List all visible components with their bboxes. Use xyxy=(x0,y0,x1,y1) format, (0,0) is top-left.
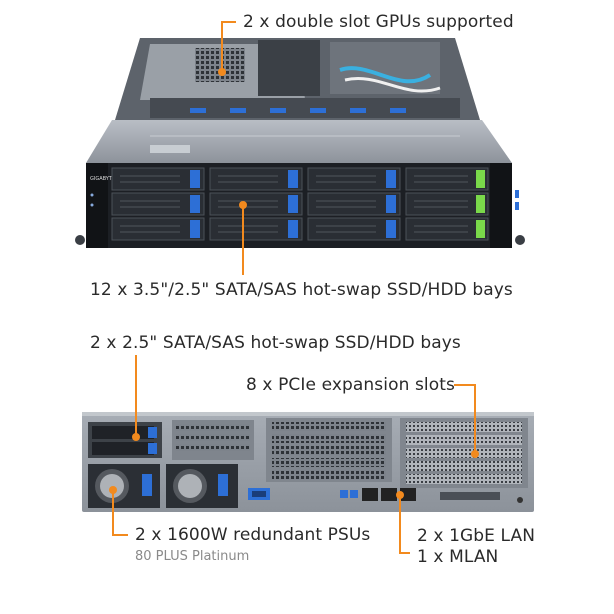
front-server: GIGABYTE xyxy=(75,38,525,248)
gpu-bay-left xyxy=(195,48,245,82)
callout-line-lan xyxy=(399,495,410,554)
front-drive-trays xyxy=(111,167,489,241)
callout-front-bays-label: 12 x 3.5"/2.5" SATA/SAS hot-swap SSD/HDD… xyxy=(90,280,513,300)
callout-line-gpu xyxy=(221,21,236,72)
callout-psu-label: 2 x 1600W redundant PSUs xyxy=(135,525,371,545)
callout-lines xyxy=(112,21,476,554)
callout-line-psu xyxy=(112,490,128,536)
rear-server xyxy=(82,412,534,512)
callout-pcie-label: 8 x PCIe expansion slots xyxy=(246,375,455,395)
callout-psu-note: 80 PLUS Platinum xyxy=(135,549,250,564)
callout-lan-label: 2 x 1GbE LAN xyxy=(417,526,536,546)
callout-dots xyxy=(109,68,479,499)
callout-gpu-label: 2 x double slot GPUs supported xyxy=(243,12,514,32)
callout-mlan-label: 1 x MLAN xyxy=(417,547,499,567)
svg-text:GIGABYTE: GIGABYTE xyxy=(90,176,115,182)
callout-line-pcie xyxy=(454,384,476,454)
callout-rear-bays-label: 2 x 2.5" SATA/SAS hot-swap SSD/HDD bays xyxy=(90,333,461,353)
